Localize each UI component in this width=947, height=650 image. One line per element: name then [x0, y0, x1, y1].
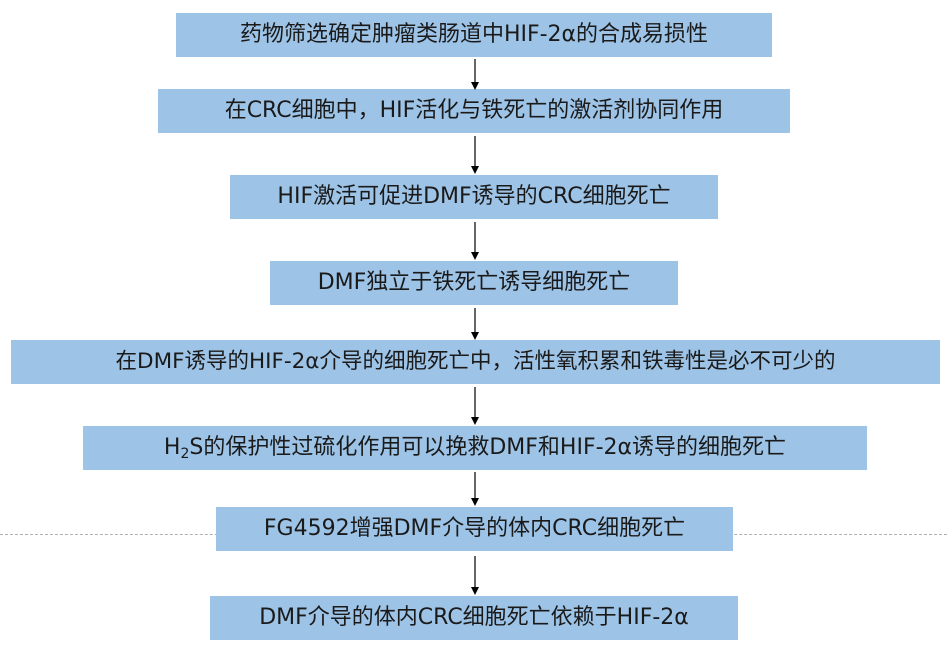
flow-step-3: HIF激活可促进DMF诱导的CRC细胞死亡	[230, 175, 718, 219]
flow-step-2: 在CRC细胞中，HIF活化与铁死亡的激活剂协同作用	[158, 89, 790, 133]
flow-step-5: 在DMF诱导的HIF-2α介导的细胞死亡中，活性氧积累和铁毒性是必不可少的	[11, 340, 940, 384]
flow-step-6-subscript: 2	[180, 446, 190, 462]
flow-step-8: DMF介导的体内CRC细胞死亡依赖于HIF-2α	[210, 596, 738, 640]
flow-step-1: 药物筛选确定肿瘤类肠道中HIF-2α的合成易损性	[176, 13, 772, 57]
flow-step-7: FG4592增强DMF介导的体内CRC细胞死亡	[216, 507, 733, 551]
flow-step-6-prefix: H	[163, 435, 181, 460]
flow-step-6: H2S的保护性过硫化作用可以挽救DMF和HIF-2α诱导的细胞死亡	[83, 426, 867, 470]
flow-step-6-rest: S的保护性过硫化作用可以挽救DMF和HIF-2α诱导的细胞死亡	[189, 435, 787, 460]
flow-step-4: DMF独立于铁死亡诱导细胞死亡	[270, 261, 678, 305]
